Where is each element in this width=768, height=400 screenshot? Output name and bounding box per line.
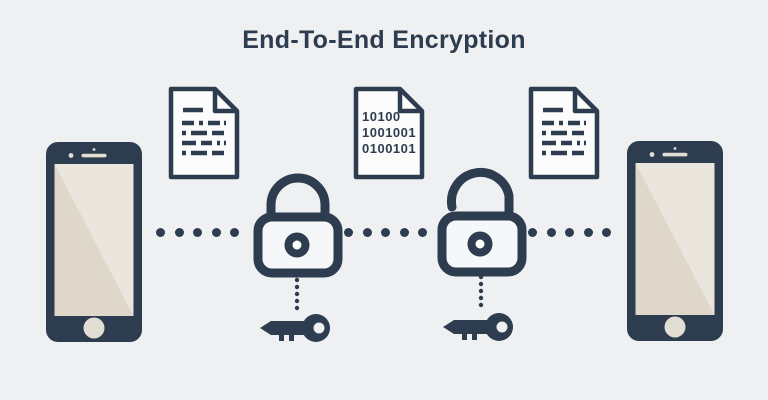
binary-line: 0100101: [362, 141, 416, 156]
dot: [602, 228, 611, 237]
phone-screen: [54, 164, 134, 316]
sensor-dot-icon: [92, 148, 96, 151]
dot: [156, 228, 165, 237]
sender-smartphone-icon: [46, 142, 142, 342]
unlocked-padlock-group: [437, 167, 527, 341]
page-title: End-To-End Encryption: [242, 26, 526, 54]
decrypt-key-icon: [443, 313, 513, 341]
binary-line: 10100: [362, 109, 401, 124]
dot: [528, 228, 537, 237]
receiver-smartphone-icon: [627, 141, 723, 341]
plaintext-document-right-icon: [528, 86, 600, 180]
speaker-icon: [81, 153, 107, 158]
dot: [344, 228, 353, 237]
dotted-connection-right: [528, 228, 611, 237]
dot: [211, 228, 221, 237]
text-lines: [542, 107, 586, 156]
camera-icon: [68, 153, 74, 158]
camera-icon: [649, 152, 655, 157]
binary-line: 1001001: [362, 125, 416, 140]
encrypt-key-icon: [260, 314, 330, 342]
page-fold: [397, 89, 422, 114]
key-link-dots: [478, 274, 484, 308]
locked-padlock-group: [253, 173, 343, 342]
dot: [230, 228, 239, 237]
encrypted-binary-document-icon: 10100 1001001 0100101: [353, 86, 425, 180]
keyhole-icon: [467, 231, 493, 257]
home-button-icon: [664, 316, 686, 338]
dot: [565, 228, 574, 237]
dot: [418, 228, 427, 237]
dot: [399, 228, 409, 237]
keyhole-icon: [284, 232, 310, 258]
dot: [362, 228, 372, 237]
padlock-locked-shackle: [266, 173, 330, 225]
page-fold: [212, 89, 237, 114]
speaker-icon: [662, 152, 688, 157]
padlock-open-shackle: [447, 167, 514, 225]
dotted-connection-left: [156, 228, 239, 237]
page-fold: [572, 89, 597, 114]
plaintext-document-left-icon: [168, 86, 240, 180]
home-button-icon: [83, 317, 105, 339]
text-lines: [182, 107, 226, 156]
dot: [583, 228, 593, 237]
dot: [546, 228, 556, 237]
dot: [381, 228, 390, 237]
key-link-dots: [294, 277, 300, 311]
dot: [174, 228, 184, 237]
sensor-dot-icon: [673, 147, 677, 150]
dotted-connection-middle: [344, 228, 427, 237]
dot: [193, 228, 202, 237]
phone-screen: [635, 163, 715, 315]
